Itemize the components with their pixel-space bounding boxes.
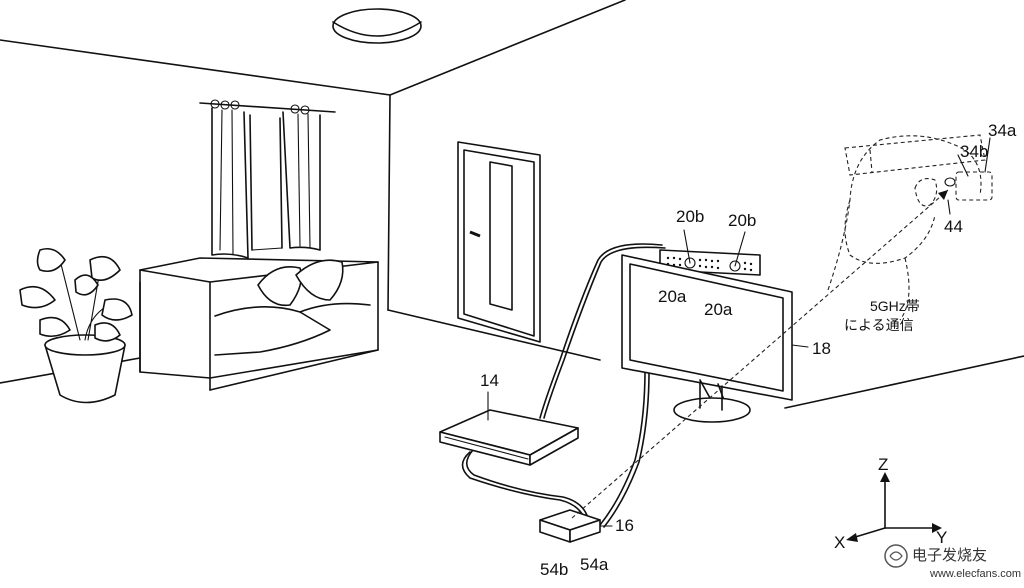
axis-x-label: X [834,533,845,552]
axis-triad [846,472,942,542]
label-wireless-line1: 5GHz帯 [870,298,920,314]
label-14: 14 [480,371,499,390]
label-54a: 54a [580,555,609,574]
label-54b: 54b [540,560,568,579]
ceiling-lamp [332,8,422,44]
wireless-beam [571,189,949,519]
label-20b-right: 20b [728,211,756,230]
console-14 [439,391,579,466]
label-34a: 34a [988,121,1017,140]
watermark-cn: 电子发烧友 [912,547,987,564]
label-16: 16 [615,516,634,535]
label-20b-left: 20b [676,207,704,226]
label-18: 18 [812,339,831,358]
cables [461,243,666,528]
user-head-hmd [827,134,993,321]
label-20a-left: 20a [658,287,687,306]
watermark-url: www.elecfans.com [929,568,1021,580]
relay-16 [539,509,613,543]
potted-plant [19,247,133,404]
label-wireless-line2: による通信 [844,317,914,333]
watermark: 电子发烧友 www.elecfans.com [884,544,1021,580]
watermark-logo-icon [884,544,908,568]
reference-labels: 20b 20b 20a 20a 18 14 16 54a 54b 34a 34b… [480,121,1017,579]
room-walls [0,0,1024,409]
axis-z-label: Z [878,455,888,474]
axis-y-label: Y [936,528,947,547]
label-34b: 34b [960,142,988,161]
window-curtains [199,99,336,259]
label-44: 44 [944,217,963,236]
label-20a-right: 20a [704,300,733,319]
sofa [139,257,379,391]
display-18 [621,254,809,423]
door [457,141,541,343]
